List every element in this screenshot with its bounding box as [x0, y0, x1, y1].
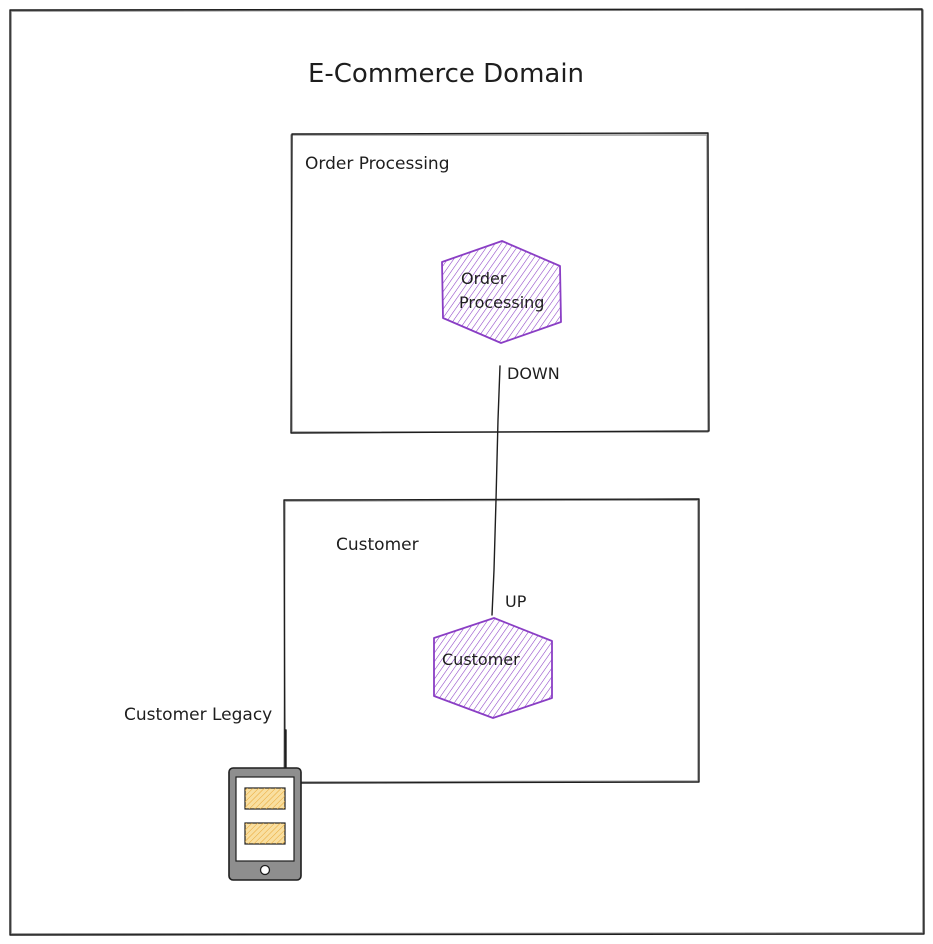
customer-node-label: Customer — [442, 650, 520, 669]
customer-node[interactable] — [433, 617, 553, 719]
domain-boundary-sketch — [10, 9, 924, 935]
domain-title: E-Commerce Domain — [308, 59, 584, 89]
order-processing-context-box — [290, 132, 710, 434]
order-processing-context-box-sketch — [290, 134, 709, 433]
order-processing-context-label: Order Processing — [305, 154, 450, 174]
customer-context-box-sketch — [283, 499, 699, 783]
order-processing-node-label-line2: Processing — [459, 293, 544, 312]
customer-context-label: Customer — [336, 535, 419, 555]
downstream-label: DOWN — [507, 364, 560, 383]
upstream-label: UP — [505, 592, 527, 611]
customer-context-box — [283, 498, 700, 784]
domain-boundary — [9, 8, 925, 936]
order-processing-node[interactable] — [441, 240, 562, 344]
mobile-device-icon[interactable] — [228, 767, 302, 881]
customer-legacy-label: Customer Legacy — [124, 705, 272, 725]
order-processing-node-label-line1: Order — [461, 269, 507, 288]
upstream-downstream-relationship-line — [491, 365, 501, 616]
